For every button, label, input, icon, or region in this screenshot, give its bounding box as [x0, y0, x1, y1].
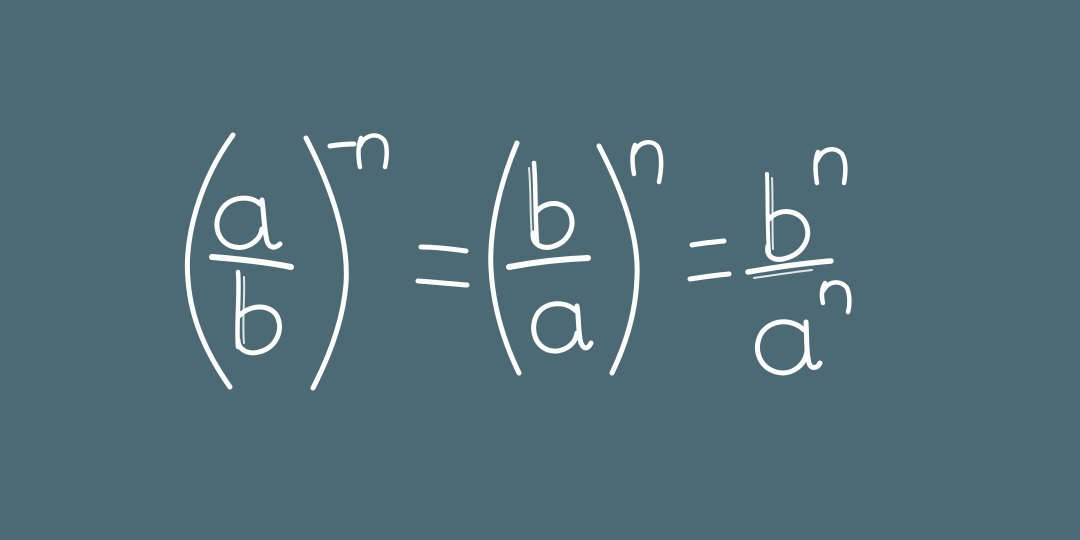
letter-a1-tail [259, 197, 283, 250]
exponent-minus-1 [327, 141, 357, 149]
letter-a3-tail [803, 319, 823, 370]
fraction-bar-1 [209, 254, 294, 270]
letter-b2-bowl [530, 201, 575, 250]
equals-1-bottom [415, 278, 470, 288]
exponent-n1-leg [356, 135, 364, 170]
exponent-n2-arch [631, 139, 664, 185]
open-paren-2 [488, 140, 522, 376]
equals-1-top [418, 244, 469, 254]
close-paren-2 [596, 143, 640, 376]
letter-b1-stem [235, 269, 241, 350]
letter-b3-bowl [765, 209, 811, 262]
fraction-bar-3-echo [753, 269, 813, 279]
letter-b3-stem [765, 172, 771, 254]
equals-2-top [689, 238, 727, 248]
equals-2-bottom [687, 271, 732, 282]
close-paren-1 [303, 135, 349, 391]
letter-b2-stem [531, 160, 540, 245]
letter-b1-bowl [235, 304, 283, 356]
letter-a1-bowl [214, 195, 265, 250]
letter-a3-bowl [755, 319, 810, 376]
letter-a2-tail [574, 303, 594, 351]
exponent-n3-top-leg [813, 149, 821, 186]
letter-a2-bowl [531, 301, 580, 354]
exponent-n3-top-arch [814, 147, 848, 186]
letter-b2-stem-echo [528, 167, 533, 239]
fraction-bar-3 [745, 258, 834, 275]
exponent-n1-arch [357, 133, 389, 170]
fraction-bar-2 [506, 255, 591, 270]
exponent-n3-bottom-arch [820, 280, 852, 315]
exponent-n2-leg [630, 142, 638, 177]
open-paren-1 [184, 132, 236, 390]
